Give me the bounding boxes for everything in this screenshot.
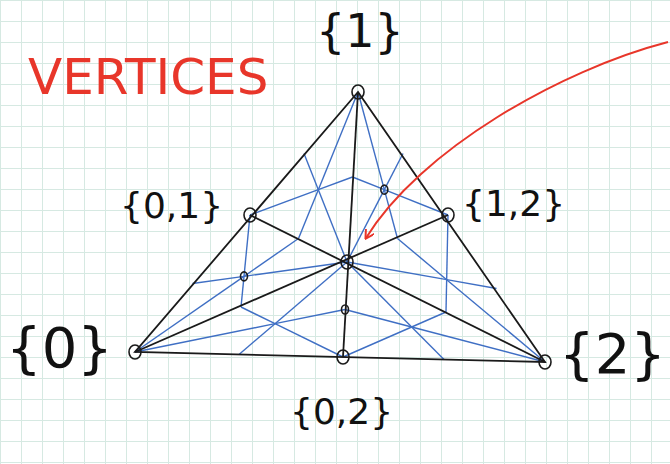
- vertex-dot: [381, 185, 388, 194]
- subdivision-line: [250, 190, 318, 215]
- subdivision-line: [275, 310, 345, 324]
- subdivision-line: [241, 307, 275, 324]
- subdivision-line: [345, 310, 412, 328]
- median: [343, 92, 358, 357]
- vertex-dots: [129, 85, 551, 369]
- subdivision-line: [318, 177, 352, 190]
- subdivision-line: [275, 324, 343, 357]
- vertex-label: {0,1}: [120, 188, 223, 224]
- subdivision-line: [318, 92, 358, 190]
- vertex-dot: [241, 272, 248, 281]
- vertex-label: {1}: [316, 8, 404, 54]
- median: [250, 215, 545, 362]
- vertex-dot: [244, 208, 256, 222]
- subdivision-line: [304, 154, 318, 190]
- triangle-outline: [135, 92, 545, 362]
- subdivision-line: [244, 262, 347, 276]
- first-subdivision: [135, 92, 545, 362]
- vertex-label: {0}: [6, 320, 113, 376]
- subdivision-line: [343, 327, 412, 357]
- vertex-label: {1,2}: [462, 186, 565, 222]
- vertex-label: {2}: [559, 326, 666, 382]
- callout-label: VERTICES: [28, 52, 268, 102]
- vertex-dot: [337, 350, 349, 364]
- subdivision-line: [299, 190, 319, 239]
- vertex-dot: [442, 208, 454, 222]
- subdivision-line: [447, 215, 448, 280]
- vertex-dot: [129, 345, 141, 359]
- subdivision-line: [398, 239, 447, 280]
- subdivision-line: [275, 262, 347, 324]
- subdivision-line: [244, 239, 299, 277]
- vertex-dot: [341, 255, 353, 269]
- pointer-arrow: [366, 42, 668, 238]
- vertex-dot: [352, 85, 364, 99]
- subdivision-line: [384, 154, 403, 190]
- second-subdivision: [135, 92, 545, 362]
- subdivision-line: [445, 280, 447, 312]
- vertex-label: {0,2}: [290, 394, 393, 430]
- subdivision-line: [239, 324, 275, 355]
- subdivision-line: [412, 312, 446, 327]
- vertex-dot: [342, 305, 349, 314]
- vertex-dot: [539, 355, 551, 369]
- subdivision-line: [353, 177, 385, 190]
- subdivision-line: [384, 190, 397, 239]
- subdivision-line: [358, 92, 384, 190]
